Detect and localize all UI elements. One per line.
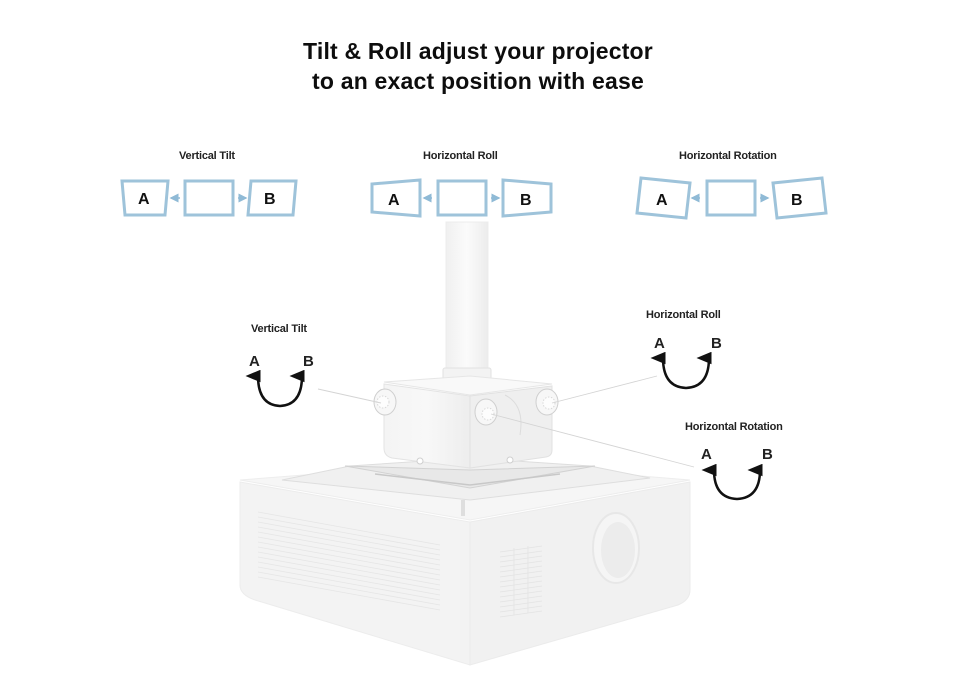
headline-line-2: to an exact position with ease [312,68,644,94]
diagram-label-vertical-tilt: Vertical Tilt [179,150,235,162]
side-vent [257,511,441,611]
box-b: B [264,191,276,208]
headline-line-1: Tilt & Roll adjust your projector [303,38,653,64]
callout-vertical-tilt-b: B [303,353,314,370]
tilt-knob [373,388,397,416]
leader-lines [317,375,695,468]
callout-label-vertical-tilt: Vertical Tilt [251,323,307,335]
adjustment-head [373,375,559,469]
pole [442,221,492,383]
callout-arc-horizontal-roll [650,351,712,390]
callout-horizontal-rotation-b: B [762,446,773,463]
rotation-knob [474,398,498,426]
box-a: A [656,192,668,209]
callout-label-horizontal-rotation: Horizontal Rotation [685,421,783,433]
diagram-horizontal-rotation: A B [635,176,828,220]
box-b: B [520,192,532,209]
callout-label-horizontal-roll: Horizontal Roll [646,309,721,321]
headline: Tilt & Roll adjust your projector to an … [0,36,956,96]
box-b: B [791,192,803,209]
box-a: A [388,192,400,209]
callout-horizontal-roll-b: B [711,335,722,352]
callout-vertical-tilt-a: A [249,353,260,370]
box-a: A [138,191,150,208]
callout-arc-vertical-tilt [245,369,305,408]
callout-horizontal-roll-a: A [654,335,665,352]
roll-knob [535,388,559,416]
diagram-label-horizontal-rotation: Horizontal Rotation [679,150,777,162]
diagram-vertical-tilt: A B [120,179,298,217]
callout-horizontal-rotation-a: A [701,446,712,463]
front-vent [499,545,543,618]
diagram-label-horizontal-roll: Horizontal Roll [423,150,498,162]
callout-arc-horizontal-rotation [701,463,763,501]
mount-plate [281,457,651,516]
diagram-horizontal-roll: A B [370,178,553,218]
